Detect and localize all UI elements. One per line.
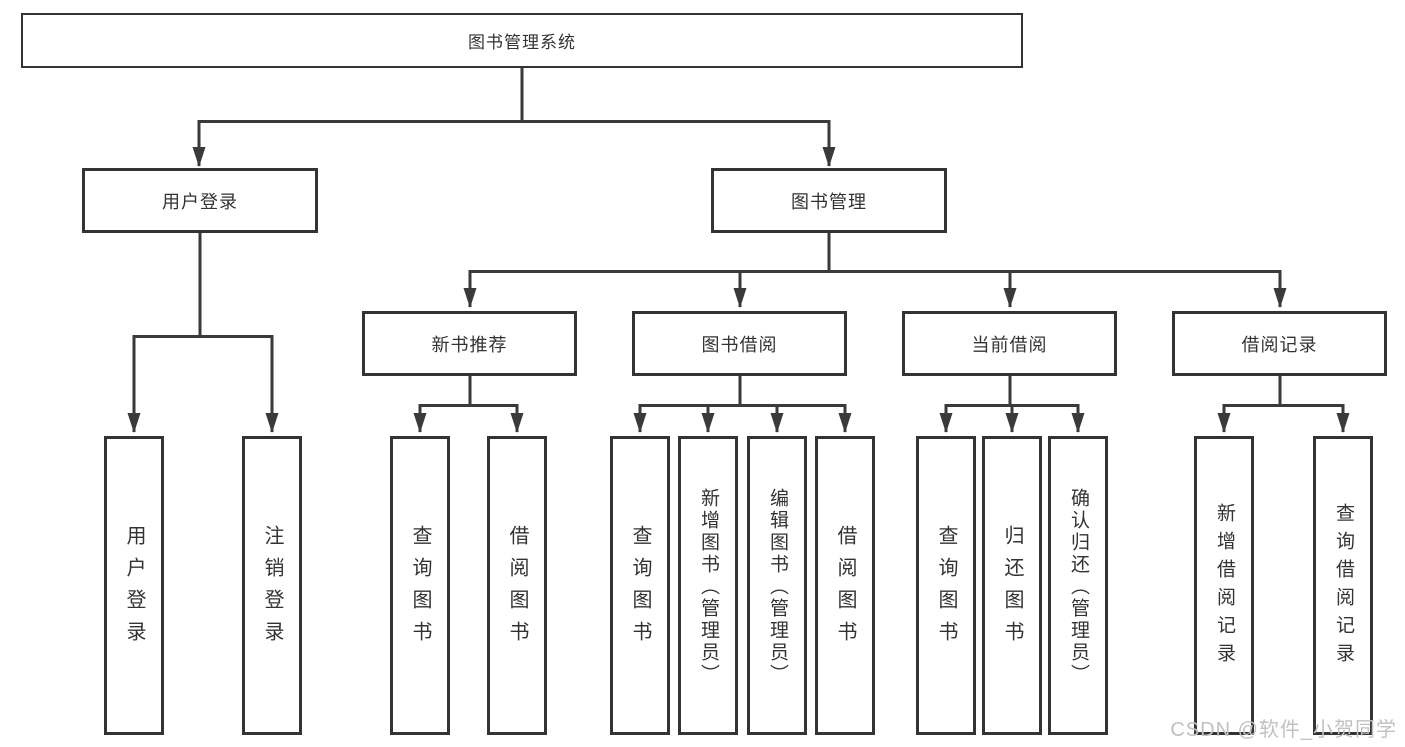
node-leaf-borrow-books-2: 借阅图书 <box>815 436 875 735</box>
connector-to-leaf-logout <box>200 335 279 433</box>
node-leaf-return-books: 归还图书 <box>982 436 1042 735</box>
connector-current-borrow-leaf-2 <box>1005 404 1019 433</box>
node-leaf-logout: 注销登录 <box>242 436 302 735</box>
connector-book-borrow-leaf-4 <box>740 404 852 433</box>
connector-to-borrow-records <box>829 270 1287 308</box>
connector-current-borrow-leaf-3 <box>1010 404 1085 433</box>
node-leaf-edit-books-admin: 编辑图书（管理员） <box>747 436 807 735</box>
node-book-borrow: 图书借阅 <box>632 311 847 376</box>
connector-book-borrow-leaf-1 <box>633 404 740 433</box>
connector-new-books-leaf-1 <box>413 404 470 433</box>
connector-book-borrow-leaf-3 <box>740 404 784 433</box>
connector-book-borrow-leaf-2 <box>701 404 740 433</box>
connector-root-to-user-login <box>192 120 522 167</box>
node-leaf-query-books-1: 查询图书 <box>390 436 450 735</box>
connector-root-to-book-mgmt <box>522 120 836 167</box>
node-leaf-add-borrow-record: 新增借阅记录 <box>1194 436 1254 735</box>
connector-current-borrow-leaf-1 <box>939 404 1010 433</box>
connector-to-book-borrow <box>733 270 829 308</box>
node-leaf-query-books-2: 查询图书 <box>610 436 670 735</box>
node-leaf-query-borrow-record: 查询借阅记录 <box>1313 436 1373 735</box>
connector-borrow-records-leaf-1 <box>1217 404 1280 433</box>
node-leaf-query-books-3: 查询图书 <box>916 436 976 735</box>
node-root-system: 图书管理系统 <box>21 13 1023 68</box>
connector-to-new-books <box>463 270 829 308</box>
node-new-book-recommend: 新书推荐 <box>362 311 577 376</box>
connector-new-books-leaf-2 <box>470 404 524 433</box>
connector-to-leaf-user-login <box>127 335 200 433</box>
node-book-management: 图书管理 <box>711 168 947 233</box>
node-leaf-user-login: 用户登录 <box>104 436 164 735</box>
connector-to-current-borrow <box>829 270 1017 308</box>
node-leaf-borrow-books-1: 借阅图书 <box>487 436 547 735</box>
csdn-watermark: CSDN @软件_小贺同学 <box>1170 719 1397 741</box>
node-user-login: 用户登录 <box>82 168 318 233</box>
node-current-borrow: 当前借阅 <box>902 311 1117 376</box>
node-leaf-confirm-return-admin: 确认归还（管理员） <box>1048 436 1108 735</box>
node-borrow-records: 借阅记录 <box>1172 311 1387 376</box>
node-leaf-add-books-admin: 新增图书（管理员） <box>678 436 738 735</box>
connector-borrow-records-leaf-2 <box>1280 404 1350 433</box>
